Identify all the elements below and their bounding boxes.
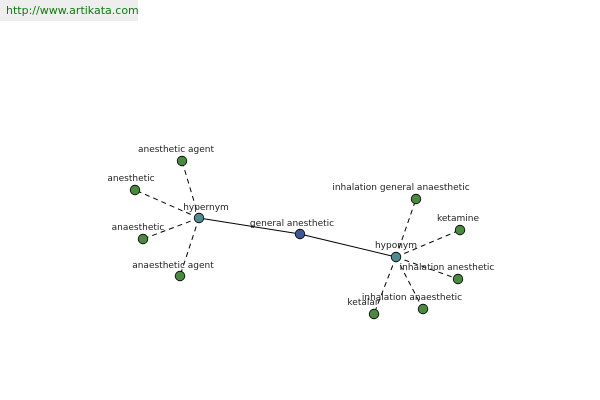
leaf-node-ketamine[interactable] [454,224,466,236]
graph-nodes [129,155,466,320]
graph-labels: general anesthetic hypernym hyponym anesthe… [107,145,494,308]
center-node-label[interactable]: general anesthetic [250,219,334,229]
edge-center-hyponym [299,233,397,258]
edge-hypernym-l-anaesthetic-agent [179,217,200,277]
edge-hypernym-l-anaesthetic [142,217,200,240]
leaf-node-inhalation-anaesthetic[interactable] [417,303,429,315]
leaf-label-anaesthetic-agent[interactable]: anaesthetic agent [132,261,214,271]
leaf-node-anesthetic[interactable] [129,184,141,196]
edge-hypernym-l-anesthetic [134,189,200,219]
leaf-label-ketamine[interactable]: ketamine [437,214,479,224]
leaf-label-anesthetic[interactable]: anesthetic [107,174,154,184]
hub-label-hyponym[interactable]: hyponym [375,241,417,251]
leaf-node-inhalation-anesthetic[interactable] [452,273,464,285]
leaf-node-ketalar[interactable] [368,308,380,320]
leaf-node-anaesthetic[interactable] [137,233,149,245]
leaf-node-anaesthetic-agent[interactable] [174,270,186,282]
edge-hyponym-l-inhalation-anaesthetic [395,256,424,310]
leaf-label-inhalation-general-anaesthetic[interactable]: inhalation general anaesthetic [332,183,469,193]
edge-hypernym-l-anesthetic-agent [181,160,200,219]
center-node[interactable] [294,228,306,240]
leaf-label-inhalation-anesthetic[interactable]: inhalation anesthetic [400,263,495,273]
leaf-label-ketalar[interactable]: ketalar [347,298,378,308]
edge-hyponym-l-inhalation-general-anaesthetic [395,198,417,258]
edge-center-hypernym [198,217,301,235]
leaf-node-inhalation-general-anaesthetic[interactable] [410,193,422,205]
hub-node-hyponym[interactable] [390,251,402,263]
source-url[interactable]: http://www.artikata.com [0,0,139,21]
leaf-label-inhalation-anaesthetic[interactable]: inhalation anaesthetic [362,293,462,303]
leaf-label-anaesthetic[interactable]: anaesthetic [112,223,165,233]
edge-hyponym-l-ketalar [373,256,397,315]
graph-edges [134,160,461,315]
hub-node-hypernym[interactable] [193,212,205,224]
leaf-label-anesthetic-agent[interactable]: anesthetic agent [138,145,215,155]
leaf-node-anesthetic-agent[interactable] [176,155,188,167]
edge-hyponym-l-ketamine [395,229,461,258]
hub-label-hypernym[interactable]: hypernym [183,203,229,213]
edge-hyponym-l-inhalation-anesthetic [395,256,459,280]
